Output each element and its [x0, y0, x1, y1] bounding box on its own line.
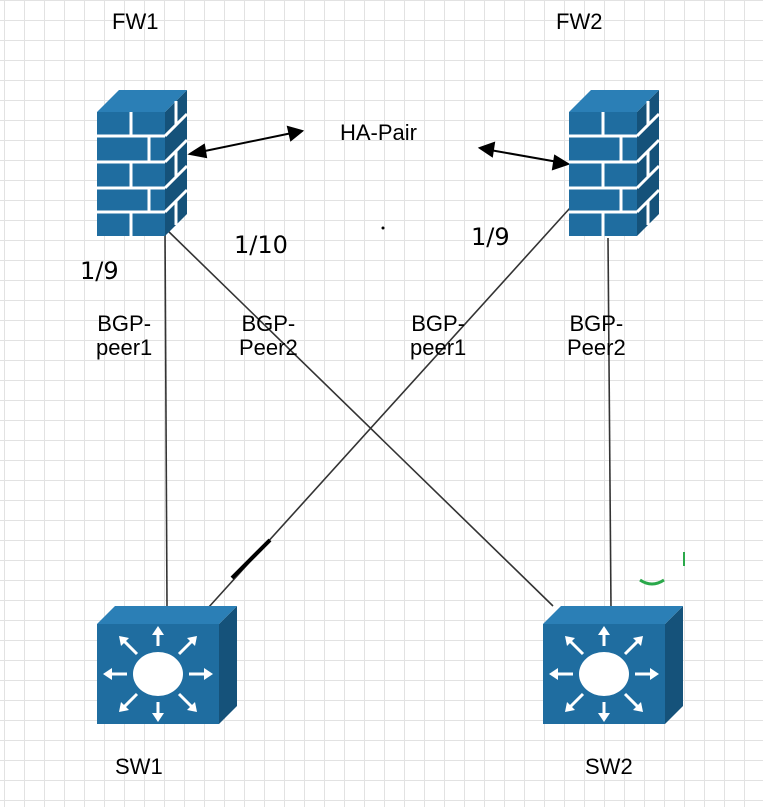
- port-label-fw1-1-9: 1/9: [80, 257, 119, 285]
- node-label-sw2: SW2: [585, 754, 633, 779]
- node-label-fw2: FW2: [556, 9, 603, 34]
- firewall-icon[interactable]: [569, 90, 661, 236]
- link-label-fw2-sw1: BGP- peer1: [410, 311, 467, 361]
- link-fw1-sw1: [164, 227, 168, 607]
- link-fw1-sw2: [164, 227, 554, 607]
- layer3-switch-icon[interactable]: [543, 606, 683, 724]
- link-label-fw2-sw2: BGP- Peer2: [567, 311, 626, 361]
- ha-arrow-right: [477, 141, 571, 171]
- ha-pair-label: HA-Pair: [340, 120, 418, 145]
- link-fw2-sw1-highlight: [230, 538, 272, 580]
- stray-dot: [381, 226, 385, 230]
- link-fw2-sw2: [607, 237, 612, 609]
- node-label-fw1: FW1: [112, 9, 159, 34]
- green-mark: [639, 578, 665, 586]
- link-label-fw1-sw1: BGP- peer1: [96, 311, 153, 361]
- port-label-fw2-1-9: 1/9: [471, 223, 510, 251]
- port-label-fw1-1-10: 1/10: [234, 231, 288, 259]
- ha-arrow-left: [187, 125, 305, 159]
- firewall-icon[interactable]: [97, 90, 189, 236]
- link-label-fw1-sw2: BGP- Peer2: [239, 311, 298, 361]
- layer3-switch-icon[interactable]: [97, 606, 237, 724]
- node-label-sw1: SW1: [115, 754, 163, 779]
